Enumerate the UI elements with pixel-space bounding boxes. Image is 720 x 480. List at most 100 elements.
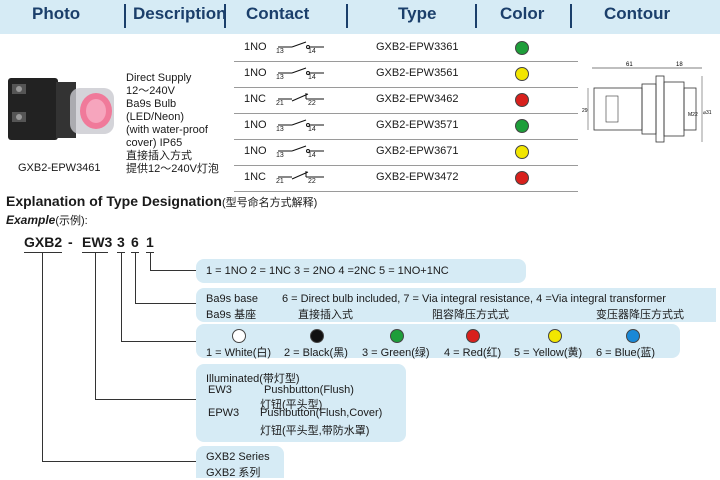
color-label: 6 = Blue(蓝) <box>596 347 655 359</box>
bulb-cn-1: 直接插入式 <box>298 309 353 321</box>
white-dot <box>232 329 246 343</box>
header-separator <box>124 4 126 28</box>
bulb-box: Ba9s base Ba9s 基座 6 = Direct bulb includ… <box>196 288 716 322</box>
product-description: Direct Supply 12～240V Ba9s Bulb (LED/Neo… <box>126 72 219 176</box>
table-row: 1NO 13 14 GXB2-EPW3671 <box>234 140 578 165</box>
example-label: Example(示例): <box>6 211 88 229</box>
switch-symbol-no: 13 14 <box>276 63 326 90</box>
type-code: GXB2-EPW3462 <box>376 93 459 105</box>
dimension-label: ⌀31 <box>703 110 712 116</box>
contact-type: 1NO <box>244 145 267 157</box>
row-divider <box>234 165 578 166</box>
type-code: GXB2-EPW3561 <box>376 67 459 79</box>
green-dot <box>390 329 404 343</box>
color-dot <box>515 67 529 81</box>
terminal-label: 21 <box>276 100 284 107</box>
blue-dot <box>626 329 640 343</box>
yellow-dot <box>548 329 562 343</box>
leader-line <box>95 399 196 400</box>
code-dash: - <box>68 234 73 250</box>
code-underline <box>117 252 125 253</box>
type-code: GXB2-EPW3571 <box>376 119 459 131</box>
leader-line <box>121 341 196 342</box>
terminal-label: 13 <box>276 74 284 81</box>
terminal-label: 14 <box>308 48 316 55</box>
description-line: (with water-proof <box>126 124 208 136</box>
switch-symbol-no: 13 14 <box>276 37 326 64</box>
product-photo <box>8 78 114 140</box>
color-dot <box>515 171 529 185</box>
series-name: GXB2 Series <box>206 451 270 463</box>
leader-line <box>150 270 196 271</box>
code-underline <box>146 252 154 253</box>
epw3-code: EPW3 <box>208 407 240 419</box>
bulb-text: 6 = Direct bulb included, 7 = Via integr… <box>282 293 666 305</box>
color-label: 3 = Green(绿) <box>362 347 430 359</box>
description-line: 提供12～240V灯泡 <box>126 163 219 175</box>
bulb-cn-2: 阻容降压方式式 <box>432 309 509 321</box>
description-line: (LED/Neon) <box>126 111 185 123</box>
terminal-label: 13 <box>276 126 284 133</box>
contacts-text: 1 = 1NO 2 = 1NC 3 = 2NO 4 =2NC 5 = 1NO+1… <box>206 265 449 277</box>
code-underline <box>82 252 108 253</box>
contact-type: 1NO <box>244 119 267 131</box>
epw3-cn: 灯钮(平头型,带防水罩) <box>260 425 370 437</box>
type-code: GXB2-EPW3361 <box>376 41 459 53</box>
type-code: GXB2-EPW3671 <box>376 145 459 157</box>
terminal-label: 13 <box>276 152 284 159</box>
description-line: Direct Supply <box>126 72 192 84</box>
code-type: EW3 <box>82 234 113 250</box>
series-cn: GXB2 系列 <box>206 467 261 479</box>
code-contacts: 1 <box>146 234 154 250</box>
illuminated-title: Illuminated(带灯型) <box>206 373 300 385</box>
code-bulb: 6 <box>131 234 139 250</box>
product-model: GXB2-EPW3461 <box>18 162 101 174</box>
description-line: 直接插入方式 <box>126 150 192 162</box>
row-divider <box>234 139 578 140</box>
terminal-label: 14 <box>308 152 316 159</box>
explanation-title: Explanation of Type Designation(型号命名方式解释… <box>6 193 317 211</box>
contacts-box: 1 = 1NO 2 = 1NC 3 = 2NO 4 =2NC 5 = 1NO+1… <box>196 259 526 283</box>
type-code: GXB2-EPW3472 <box>376 171 459 183</box>
color-label: 5 = Yellow(黄) <box>514 347 583 359</box>
epw3-desc: Pushbutton(Flush,Cover) <box>260 407 383 419</box>
dimension-label: 29 <box>582 108 588 114</box>
row-divider <box>234 87 578 88</box>
code-color: 3 <box>117 234 125 250</box>
leader-line <box>121 253 122 341</box>
code-series: GXB2 <box>24 234 63 250</box>
color-label: 4 = Red(红) <box>444 347 502 359</box>
row-divider <box>234 113 578 114</box>
switch-symbol-no: 13 14 <box>276 115 326 142</box>
terminal-label: 13 <box>276 48 284 55</box>
colors-box: 1 = White(白) 2 = Black(黑) 3 = Green(绿) 4… <box>196 324 680 359</box>
description-line: Ba9s Bulb <box>126 98 177 110</box>
table-row: 1NO 13 14 GXB2-EPW3571 <box>234 114 578 139</box>
row-divider <box>234 61 578 62</box>
row-divider <box>234 191 578 192</box>
switch-symbol-nc: 21 22 <box>276 89 326 116</box>
color-dot <box>515 145 529 159</box>
color-dot <box>515 41 529 55</box>
example-cn: (示例): <box>55 215 88 227</box>
dimension-label: M22 <box>688 112 698 118</box>
terminal-label: 22 <box>308 100 316 107</box>
header-separator <box>346 4 348 28</box>
color-dot <box>515 93 529 107</box>
red-dot <box>466 329 480 343</box>
code-underline <box>131 252 139 253</box>
color-label: 2 = Black(黑) <box>284 347 348 359</box>
series-box: GXB2 Series GXB2 系列 <box>196 446 284 479</box>
ew3-code: EW3 <box>208 384 232 396</box>
description-line: cover) IP65 <box>126 137 183 149</box>
description-line: 12～240V <box>126 85 175 97</box>
leader-line <box>135 303 196 304</box>
terminal-label: 14 <box>308 74 316 81</box>
illuminated-box: Illuminated(带灯型) EW3 Pushbutton(Flush) 灯… <box>196 364 406 442</box>
leader-line <box>150 253 151 270</box>
terminal-label: 14 <box>308 126 316 133</box>
